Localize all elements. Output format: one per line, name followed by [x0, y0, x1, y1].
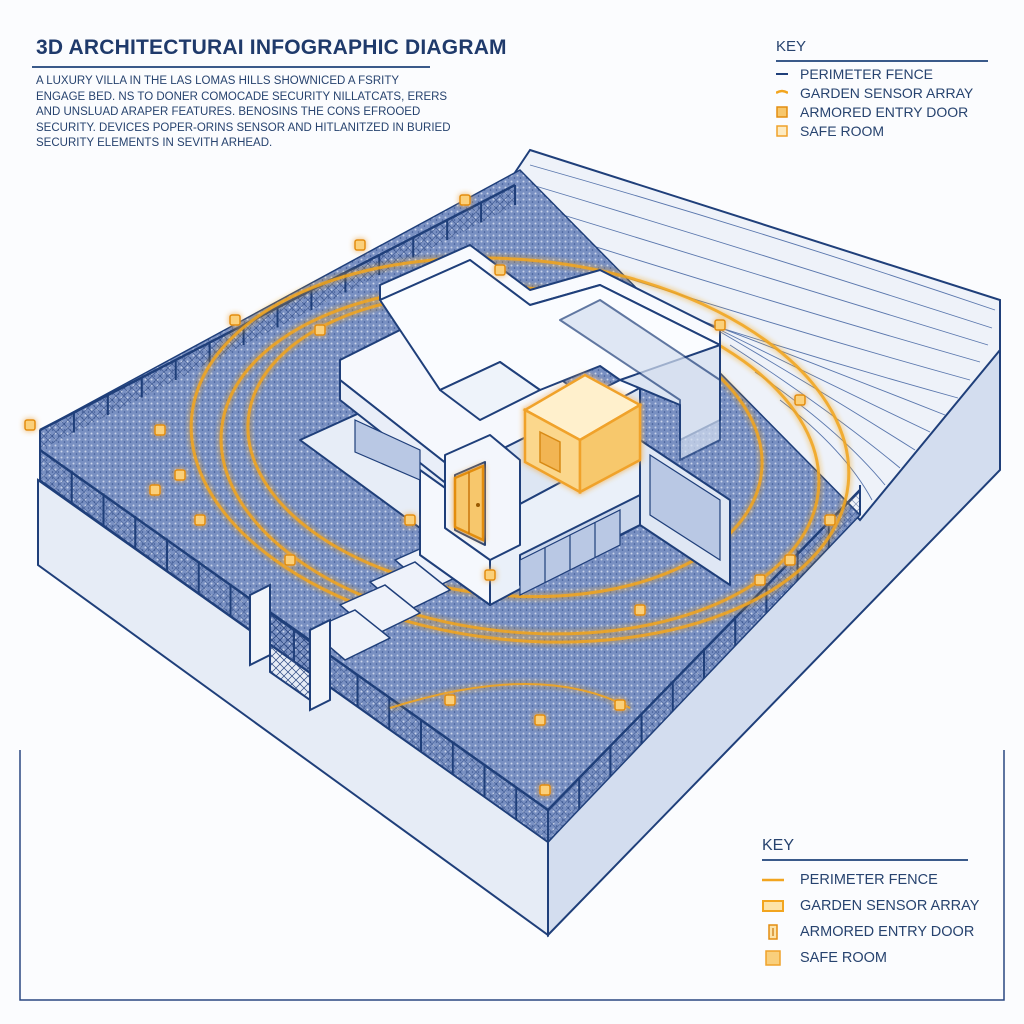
legend-item-safe-room: SAFE ROOM — [776, 122, 988, 141]
sensor-icon — [314, 324, 326, 336]
legend-label: GARDEN SENSOR ARRAY — [800, 897, 980, 914]
frame-lines — [19, 750, 1005, 1001]
safe-room-icon — [776, 125, 788, 137]
legend-title: KEY — [776, 38, 807, 55]
safe-room-icon — [762, 949, 784, 966]
legend-item-safe-room: SAFE ROOM — [762, 945, 968, 971]
sensor-icon — [444, 694, 456, 706]
armored-door-icon — [776, 106, 788, 118]
sensor-icon — [354, 239, 366, 251]
sensor-icon — [149, 484, 161, 496]
legend-item-perimeter-fence: PERIMETER FENCE — [762, 867, 968, 893]
sensor-icon — [484, 569, 496, 581]
armored-entry-door — [453, 464, 485, 542]
description-line: A LUXURY VILLA IN THE LAS LOMAS HILLS SH… — [36, 75, 400, 87]
fence-line-icon — [762, 876, 784, 884]
sensor-icon — [784, 554, 796, 566]
legend-top: KEY PERIMETER FENCE GARDEN SENSOR ARRAY … — [776, 38, 988, 141]
sensor-array-icon — [762, 899, 784, 912]
legend-bottom: KEY PERIMETER FENCE GARDEN SENSOR ARRAY … — [758, 835, 979, 973]
villa-windows — [354, 419, 721, 596]
garden-sensors — [24, 194, 836, 796]
description-line: AND UNSLUAD ARAPER FEATURES. BENOSINS TH… — [36, 106, 421, 118]
sensor-icon — [634, 604, 646, 616]
safe-room — [522, 373, 643, 495]
front-gate — [249, 583, 331, 712]
sensor-icon — [194, 514, 206, 526]
sensor-icon — [714, 319, 726, 331]
sensor-icon — [824, 514, 836, 526]
legend-item-armored-entry-door: ARMORED ENTRY DOOR — [762, 919, 974, 945]
sensor-icon — [284, 554, 296, 566]
sensor-icon — [459, 194, 471, 206]
sensor-icon — [494, 264, 506, 276]
legend-divider — [776, 60, 988, 62]
legend-label: PERIMETER FENCE — [800, 871, 938, 888]
sensor-icon — [154, 424, 166, 436]
armored-door-icon — [762, 923, 784, 940]
sensor-icon — [754, 574, 766, 586]
legend-item-perimeter-fence: PERIMETER FENCE — [776, 65, 988, 84]
legend-divider — [762, 859, 968, 861]
sensor-icon — [24, 419, 36, 431]
legend-item-garden-sensor-array: GARDEN SENSOR ARRAY — [762, 893, 979, 919]
sensor-icon — [174, 469, 186, 481]
title-divider — [32, 66, 430, 68]
fence-line-icon — [776, 71, 788, 77]
sensor-icon — [229, 314, 241, 326]
legend-item-garden-sensor-array: GARDEN SENSOR ARRAY — [776, 84, 988, 103]
legend-label: GARDEN SENSOR ARRAY — [800, 85, 974, 101]
description-line: ENGAGE BED. NS TO DONER COMOCADE SECURIT… — [36, 90, 448, 103]
diagram-description: A LUXURY VILLA IN THE LAS LOMAS HILLS SH… — [36, 74, 451, 152]
sensor-icon — [404, 514, 416, 526]
diagram-title: 3D ARCHITECTURAI INFOGRAPHIC DIAGRAM — [36, 36, 507, 59]
sensor-icon — [539, 784, 551, 796]
legend-label: PERIMETER FENCE — [800, 66, 934, 82]
legend-label: SAFE ROOM — [800, 949, 888, 966]
sensor-icon — [534, 714, 546, 726]
description-line: SECURITY. DEVICES POPER-ORINS SENSOR AND… — [36, 121, 451, 134]
legend-label: ARMORED ENTRY DOOR — [800, 923, 975, 940]
sensor-icon — [794, 394, 806, 406]
legend-label: ARMORED ENTRY DOOR — [800, 104, 969, 120]
description-line: SECURITY ELEMENTS IN SEVITH ARHEAD. — [36, 137, 273, 149]
sensor-icon — [614, 699, 626, 711]
legend-item-armored-entry-door: ARMORED ENTRY DOOR — [776, 103, 988, 122]
sensor-array-icon — [776, 89, 788, 97]
legend-title: KEY — [762, 837, 795, 854]
legend-label: SAFE ROOM — [800, 123, 885, 139]
